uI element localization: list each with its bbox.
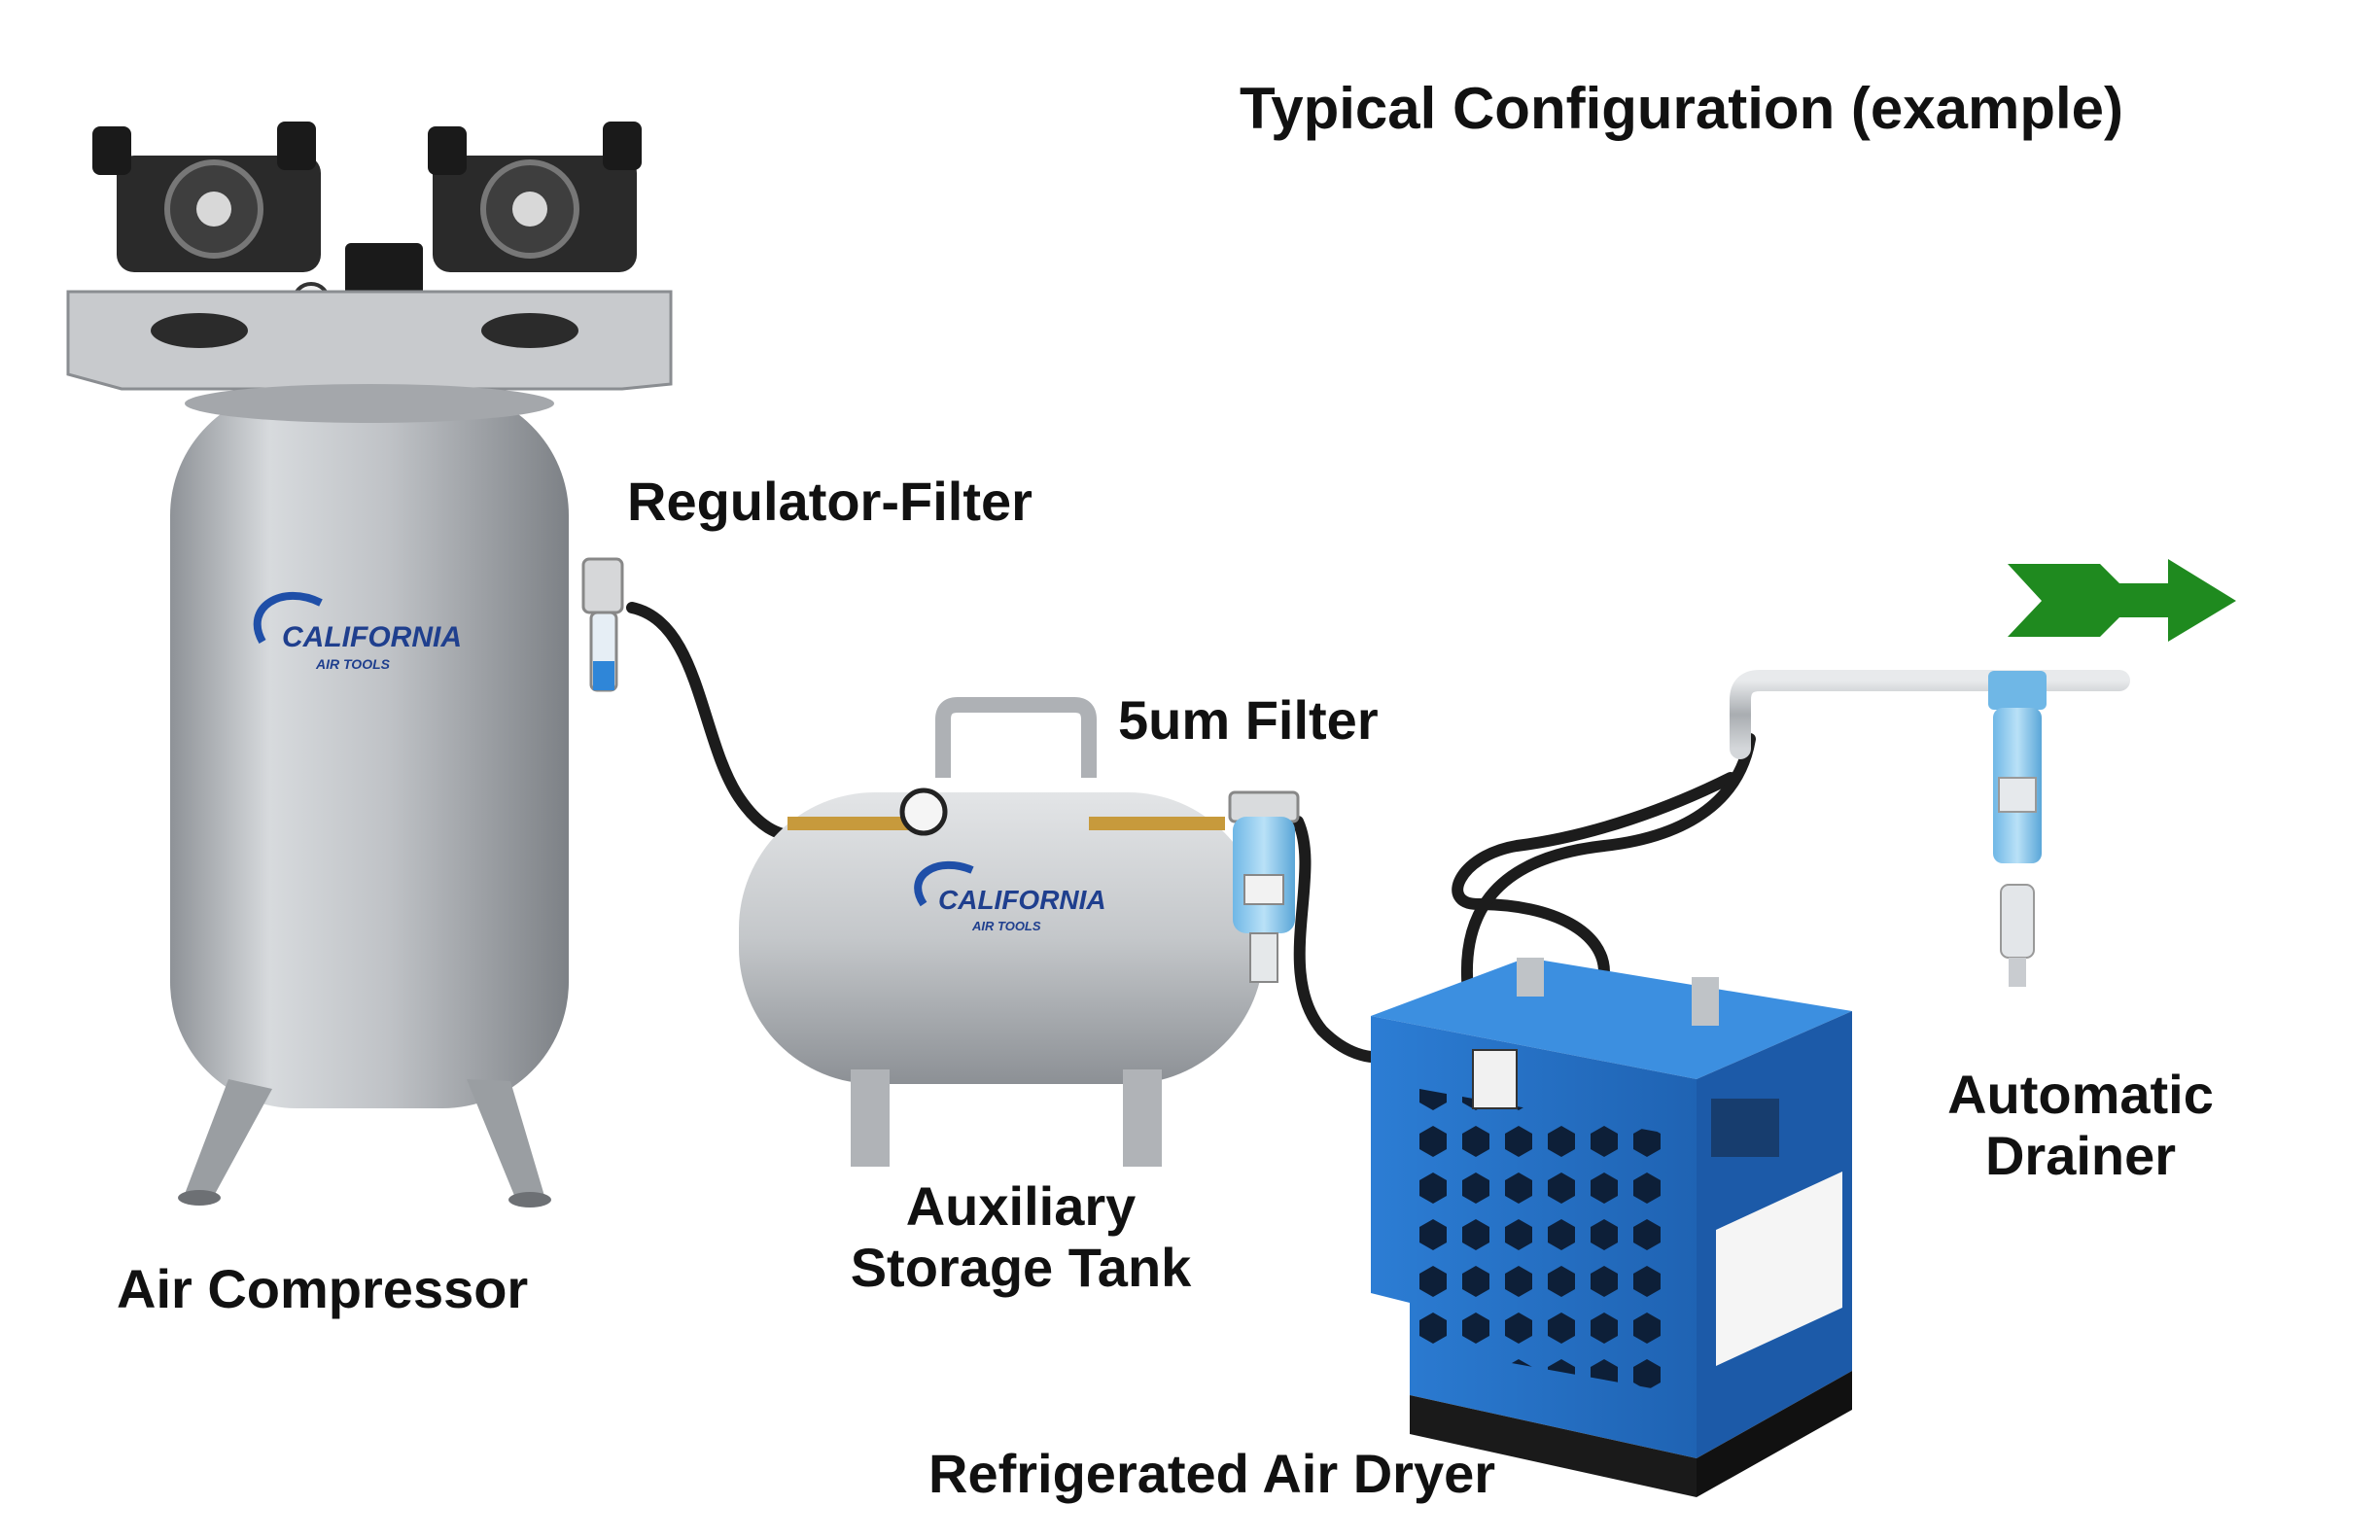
tank-gauge <box>899 788 948 836</box>
mounting-plate <box>66 290 673 391</box>
compressor-pump-right <box>428 122 642 272</box>
tank-manifold-left <box>788 817 924 830</box>
hose-dryer-outlet <box>1460 733 1756 998</box>
automatic-drainer-unit <box>1988 671 2047 987</box>
logo-text-compressor: CALIFORNIA <box>282 621 462 653</box>
label-five-um-filter: 5um Filter <box>1118 689 1379 751</box>
diagram-title: Typical Configuration (example) <box>1240 76 2123 141</box>
label-drainer-line2: Drainer <box>1984 1124 2177 1186</box>
five-um-filter-unit <box>1228 790 1300 983</box>
hose-compressor-to-tank <box>626 602 803 842</box>
outlet-pipe <box>1730 670 2130 759</box>
logo-text-tank: CALIFORNIA <box>938 885 1106 915</box>
label-refrigerated-air-dryer: Refrigerated Air Dryer <box>928 1443 1496 1504</box>
label-automatic-drainer: Automatic Drainer <box>1906 1064 2256 1186</box>
logo-subtext-tank: AIR TOOLS <box>971 919 1041 933</box>
label-aux-line2: Storage Tank <box>850 1236 1192 1298</box>
regulator-filter-unit <box>581 557 624 692</box>
dryer-control-panel <box>1711 1099 1779 1157</box>
label-air-compressor: Air Compressor <box>117 1258 529 1319</box>
compressor-pump-left <box>92 122 321 272</box>
air-compressor: CALIFORNIA AIR TOOLS <box>66 122 673 1208</box>
hose-dryer-to-filter <box>1452 772 1736 978</box>
logo-subtext-compressor: AIR TOOLS <box>315 656 391 672</box>
dryer-vent-holes <box>1419 1089 1662 1390</box>
label-aux-line1: Auxiliary <box>905 1175 1137 1237</box>
tank-manifold-right <box>1089 817 1225 830</box>
compressor-tank <box>170 389 569 1108</box>
dryer-base <box>1410 1395 1697 1497</box>
dryer-top <box>1371 958 1852 1079</box>
compressor-leg-left <box>185 1079 272 1196</box>
california-logo-tank: CALIFORNIA AIR TOOLS <box>914 861 1106 933</box>
label-drainer-line1: Automatic <box>1947 1064 2214 1125</box>
tank-handle <box>935 697 1097 778</box>
refrigerated-air-dryer <box>1371 958 1852 1497</box>
label-regulator-filter: Regulator-Filter <box>627 471 1032 532</box>
flow-direction-arrow-icon <box>2008 559 2236 642</box>
california-logo-compressor: CALIFORNIA AIR TOOLS <box>253 591 462 672</box>
dryer-brand-panel <box>1716 1172 1842 1366</box>
label-auxiliary-storage-tank: Auxiliary Storage Tank <box>817 1175 1225 1298</box>
dryer-warning-label <box>1472 1049 1518 1109</box>
auxiliary-storage-tank: CALIFORNIA AIR TOOLS <box>739 697 1264 1167</box>
compressor-leg-right <box>467 1079 544 1198</box>
